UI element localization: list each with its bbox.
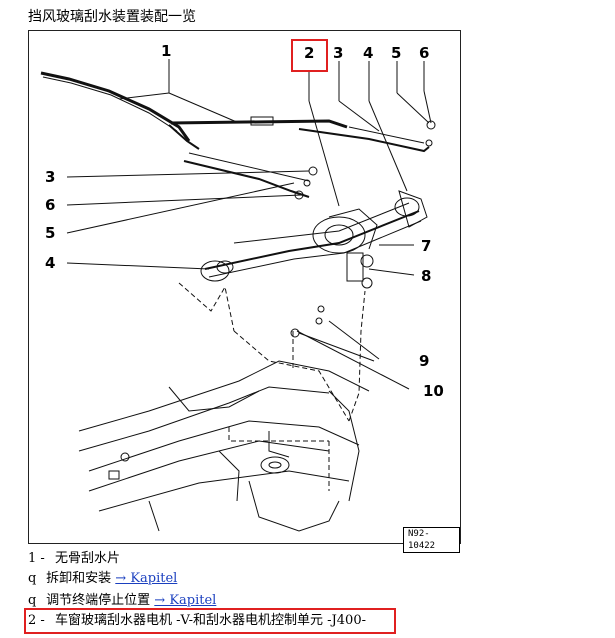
- callout-5-top: 5: [391, 44, 402, 62]
- legend-item-2: 2 - 车窗玻璃刮水器电机 -V-和刮水器电机控制单元 -J400-: [28, 612, 366, 630]
- callout-2-highlight: [291, 39, 328, 72]
- sub-text: 拆卸和安装: [46, 571, 112, 586]
- item-text: 车窗玻璃刮水器电机 -V-和刮水器电机控制单元 -J400-: [54, 613, 366, 628]
- legend-sub-2: q 调节终端停止位置 → Kapitel: [28, 592, 216, 610]
- callout-6-top: 6: [419, 44, 430, 62]
- item-2-highlight: [24, 608, 396, 634]
- callout-3-left: 3: [45, 168, 56, 186]
- callout-9: 9: [419, 352, 430, 370]
- bullet: q: [28, 593, 37, 608]
- sub-text: 调节终端停止位置: [46, 593, 151, 608]
- callout-4-top: 4: [363, 44, 374, 62]
- callout-4-left: 4: [45, 254, 56, 272]
- callout-3-top: 3: [333, 44, 344, 62]
- callout-10: 10: [423, 382, 444, 400]
- callout-5-left: 5: [45, 224, 56, 242]
- assembly-figure: 1 2 3 4 5 6 3 6 5 4 7 8 9 10 N92-10422: [28, 30, 461, 553]
- figure-id: N92-10422: [403, 527, 460, 553]
- item-number: 1 -: [28, 551, 45, 566]
- callout-7: 7: [421, 237, 432, 255]
- bullet: q: [28, 571, 37, 586]
- callout-2: 2: [304, 44, 315, 62]
- callout-8: 8: [421, 267, 432, 285]
- kapitel-link[interactable]: → Kapitel: [115, 571, 178, 586]
- item-text: 无骨刮水片: [54, 551, 120, 566]
- legend-sub-1: q 拆卸和安装 → Kapitel: [28, 570, 177, 588]
- legend-item-1: 1 - 无骨刮水片: [28, 550, 120, 568]
- callout-1: 1: [161, 42, 172, 60]
- item-number: 2 -: [28, 613, 45, 628]
- wiper-assembly-drawing: [40, 59, 436, 532]
- kapitel-link[interactable]: → Kapitel: [154, 593, 217, 608]
- callout-6-left: 6: [45, 196, 56, 214]
- page-title: 挡风玻璃刮水装置装配一览: [28, 9, 196, 25]
